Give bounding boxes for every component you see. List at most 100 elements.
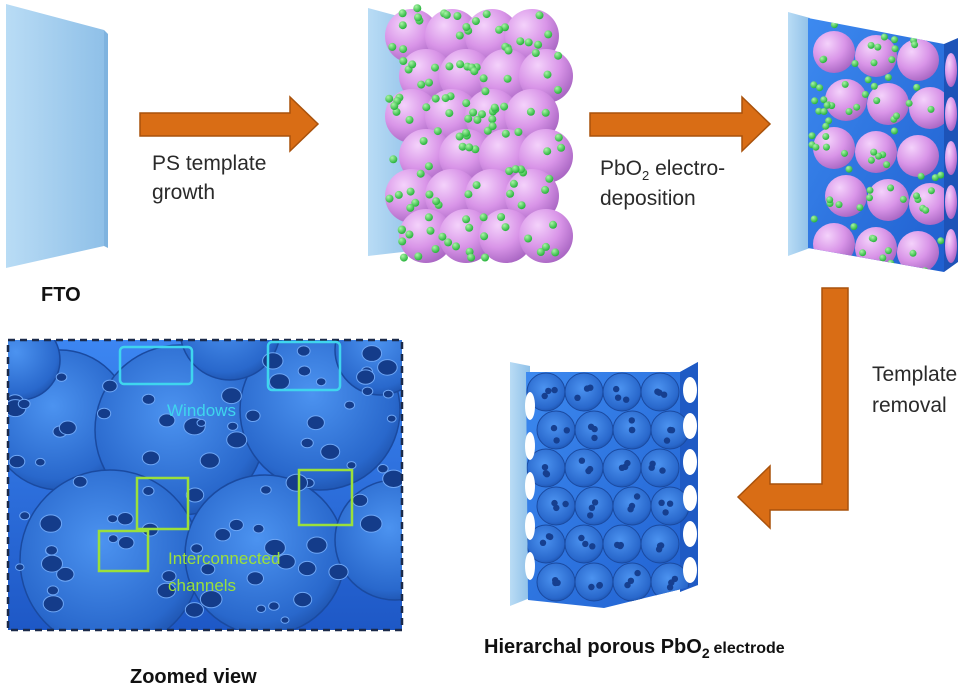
nanoparticle-dot <box>405 115 414 124</box>
zoom-window-hole <box>346 461 357 470</box>
window-hole <box>591 434 598 442</box>
nanoparticle-dot <box>442 10 451 19</box>
zoom-window-hole <box>361 386 374 396</box>
zoom-window-hole <box>142 486 155 496</box>
nanoparticle-dot <box>524 38 533 47</box>
side-opening <box>683 557 697 583</box>
nanoparticle-dot <box>810 215 818 223</box>
nanoparticle-dot <box>870 235 878 243</box>
ps-sphere-embedded <box>897 39 939 81</box>
windows-highlight-boxes <box>118 340 342 392</box>
nanoparticle-dot <box>472 181 481 190</box>
window-hole <box>628 417 635 424</box>
window-hole <box>623 396 630 403</box>
zoom-window-hole <box>377 464 389 474</box>
nanoparticle-dot <box>399 57 408 65</box>
zoom-window-hole <box>214 528 231 542</box>
nanoparticle-dot <box>825 117 833 125</box>
ps-sphere-side <box>945 97 957 131</box>
zoom-window-hole <box>227 421 239 431</box>
nanoparticle-dot <box>416 169 425 178</box>
nanoparticle-dot <box>845 108 853 115</box>
fto-substrate <box>6 4 108 268</box>
zoom-window-hole <box>45 545 58 556</box>
zoom-window-hole <box>359 514 383 533</box>
nanoparticle-dot <box>841 149 848 157</box>
nanoparticle-dot <box>541 108 550 117</box>
nanoparticle-dot <box>438 232 447 241</box>
nanoparticle-dot <box>431 245 440 253</box>
nanoparticle-dot <box>481 253 489 262</box>
nanoparticle-dot <box>826 196 834 204</box>
nanoparticle-dot <box>859 249 867 257</box>
nanoparticle-dot <box>909 249 917 257</box>
nanoparticle-dot <box>424 162 433 171</box>
zoom-window-hole <box>46 585 60 596</box>
ps-sphere-embedded <box>897 231 939 272</box>
window-hole <box>628 426 636 434</box>
ps-sphere-embedded <box>897 135 939 177</box>
nanoparticle-dot <box>506 189 515 198</box>
window-hole <box>541 464 549 471</box>
nanoparticle-dot <box>399 45 408 54</box>
zoom-window-hole <box>117 536 135 550</box>
nanoparticle-dot <box>822 143 830 151</box>
nanoparticle-dot <box>864 76 872 84</box>
nanoparticle-dot <box>481 87 490 96</box>
window-hole <box>624 459 631 467</box>
window-hole <box>624 581 631 589</box>
nanoparticle-dot <box>853 103 861 111</box>
zoom-window-hole <box>141 393 156 405</box>
zoom-window-hole <box>276 553 296 570</box>
nanoparticle-dot <box>913 192 920 200</box>
nanoparticle-dot <box>441 94 450 103</box>
ps-sphere-embedded <box>855 35 897 77</box>
nanoparticle-dot <box>887 259 895 267</box>
window-hole <box>660 391 668 398</box>
nanoparticle-dot <box>534 40 543 49</box>
zoom-window-hole <box>15 563 25 572</box>
nanoparticle-dot <box>480 232 489 241</box>
zoom-window-hole <box>221 387 242 405</box>
nanoparticle-dot <box>526 107 535 116</box>
nanoparticle-dot <box>891 45 899 53</box>
nanoparticle-dot <box>406 187 415 196</box>
window-hole <box>663 437 671 444</box>
nanoparticle-dot <box>811 97 819 105</box>
nanoparticle-dot <box>465 143 474 152</box>
nanoparticle-dot <box>405 230 414 239</box>
nanoparticle-dot <box>830 21 838 29</box>
macropore <box>564 448 604 488</box>
nanoparticle-dot <box>389 155 398 164</box>
arrow-step1 <box>139 95 320 153</box>
ps-sphere-embedded <box>813 31 855 73</box>
nanoparticle-dot <box>812 143 820 151</box>
nanoparticle-dot <box>822 133 830 140</box>
zoom-window-hole <box>297 365 312 377</box>
zoom-window-hole <box>190 543 204 554</box>
window-hole <box>541 392 548 400</box>
zoom-window-hole <box>200 563 216 576</box>
nanoparticle-dot <box>810 81 818 89</box>
window-hole <box>550 424 558 432</box>
zoom-window-hole <box>156 582 176 599</box>
nanoparticle-dot <box>464 114 473 123</box>
nanoparticle-dot <box>922 206 930 214</box>
zoom-window-hole <box>17 398 31 410</box>
windows-label: Windows <box>167 401 236 420</box>
nanoparticle-dot <box>452 242 460 251</box>
zoom-macropore <box>180 340 280 381</box>
nanoparticle-dot <box>385 194 394 203</box>
side-opening <box>525 472 535 500</box>
nanoparticle-dot <box>867 41 875 49</box>
nanoparticle-dot <box>473 115 482 124</box>
nanoparticle-dot <box>866 186 874 194</box>
zoom-window-hole <box>382 469 402 488</box>
zoom-window-hole <box>35 457 46 467</box>
nanoparticle-dot <box>543 147 552 156</box>
zoom-window-hole <box>184 602 204 618</box>
arrow-step3 <box>736 287 849 530</box>
nanoparticle-dot <box>557 143 566 152</box>
nanoparticle-dot <box>479 213 488 222</box>
nanoparticle-dot <box>490 103 499 112</box>
